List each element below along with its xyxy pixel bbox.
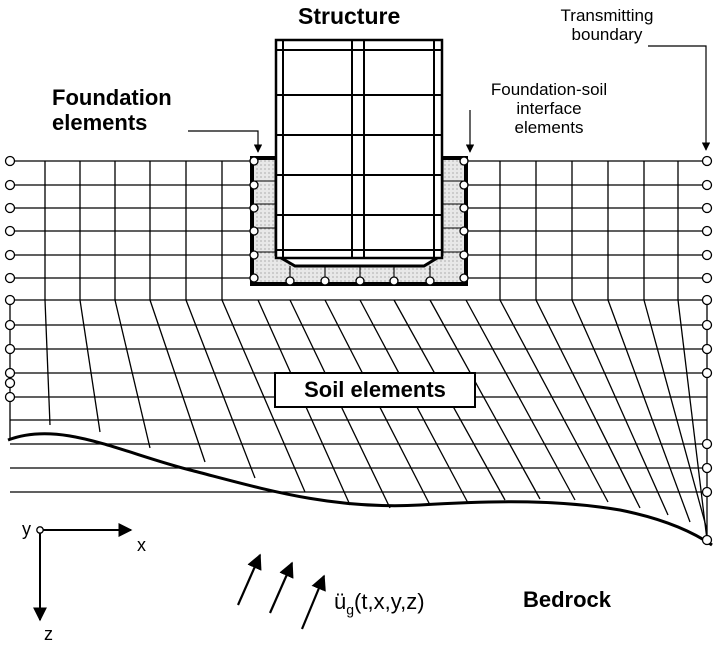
acceleration-arguments: (t,x,y,z) <box>354 589 425 614</box>
left-boundary-node-8 <box>4 343 16 355</box>
mesh-fan-line-14 <box>499 299 609 503</box>
soil-elements-box: Soil elements <box>274 372 476 408</box>
interface-elements-line-1: Foundation-soil <box>490 80 608 99</box>
left-boundary-node-4 <box>4 249 16 261</box>
interface-left-node-2 <box>249 203 259 213</box>
interface-right-node-2 <box>459 203 469 213</box>
motion-arrow-3 <box>300 574 326 630</box>
interface-right-node-3 <box>459 226 469 236</box>
interface-right-node-4 <box>459 250 469 260</box>
interface-right-node-5 <box>459 273 469 283</box>
interface-left-node-0 <box>249 156 259 166</box>
mesh-fan-line-2 <box>79 299 101 433</box>
transmitting-boundary-label: Transmitting boundary <box>537 6 677 44</box>
right-boundary-node-7 <box>701 319 713 331</box>
interface-left-node-5 <box>249 273 259 283</box>
left-boundary-node-3 <box>4 225 16 237</box>
interface-elements-line-3: elements <box>514 118 584 138</box>
mesh-fan-line-12 <box>429 299 541 500</box>
interface-right-node-1 <box>459 180 469 190</box>
interface-bottom-node-0 <box>285 276 295 286</box>
mesh-fan-line-5 <box>185 299 256 479</box>
acceleration-symbol: ü <box>334 589 347 614</box>
soil-mesh <box>9 160 708 545</box>
right-boundary-node-12 <box>701 486 713 498</box>
right-boundary-node-3 <box>701 225 713 237</box>
foundation-elements-line-1: Foundation <box>52 85 172 110</box>
left-boundary-node-10 <box>4 377 16 389</box>
structure-outline <box>274 38 444 260</box>
y-axis-origin <box>36 526 44 534</box>
acceleration-subscript: g <box>346 601 355 618</box>
right-boundary-node-13 <box>701 534 713 546</box>
interface-elements-line-2: interface <box>516 99 582 119</box>
mesh-fan-line-16 <box>571 299 669 516</box>
mesh-nodes <box>4 155 713 546</box>
right-boundary-node-8 <box>701 343 713 355</box>
interface-left-node-1 <box>249 180 259 190</box>
left-boundary-node-0 <box>4 155 16 167</box>
foundation-elements-line-2: elements <box>52 109 148 135</box>
right-boundary-node-2 <box>701 202 713 214</box>
boundary-leader-line <box>648 45 711 151</box>
left-boundary-node-5 <box>4 272 16 284</box>
interface-bottom-node-3 <box>389 276 399 286</box>
right-boundary-node-6 <box>701 294 713 306</box>
transmitting-boundary-line-1: Transmitting <box>560 6 654 25</box>
foundation-leader-line <box>188 130 263 153</box>
interface-left-node-4 <box>249 250 259 260</box>
interface-left-node-3 <box>249 226 259 236</box>
z-axis-label: z <box>44 624 53 644</box>
interface-bottom-node-1 <box>320 276 330 286</box>
right-boundary-node-11 <box>701 462 713 474</box>
x-axis-label: x <box>137 535 146 555</box>
mesh-fan-line-18 <box>643 299 708 531</box>
bedrock-boundary <box>7 432 713 547</box>
interface-bottom-node-4 <box>425 276 435 286</box>
mesh-fan-line-4 <box>149 299 206 463</box>
mesh-fan-line-19 <box>677 299 708 541</box>
mesh-fan-line-13 <box>465 299 576 501</box>
structure-frame <box>274 38 444 260</box>
soil-elements-label: Soil elements <box>304 376 446 402</box>
foundation-elements-label: Foundation elements <box>52 85 172 135</box>
transmitting-boundary-line-2: boundary <box>571 25 643 45</box>
bedrock-label: Bedrock <box>523 587 612 612</box>
interface-elements-label: Foundation-soil interface elements <box>474 80 624 137</box>
left-boundary-node-1 <box>4 179 16 191</box>
right-boundary-node-9 <box>701 367 713 379</box>
left-boundary-node-11 <box>4 391 16 403</box>
interface-right-node-0 <box>459 156 469 166</box>
left-boundary-node-6 <box>4 294 16 306</box>
right-boundary-node-5 <box>701 272 713 284</box>
interface-bottom-node-2 <box>355 276 365 286</box>
right-boundary-node-10 <box>701 438 713 450</box>
right-boundary-node-4 <box>701 249 713 261</box>
motion-arrow-2 <box>268 561 294 614</box>
right-boundary-node-1 <box>701 179 713 191</box>
motion-arrow-1 <box>236 553 262 606</box>
mesh-fan-line-6 <box>221 299 306 493</box>
left-boundary-node-2 <box>4 202 16 214</box>
right-boundary-node-0 <box>701 155 713 167</box>
mesh-fan-line-1 <box>44 299 51 426</box>
ground-acceleration-label: üg(t,x,y,z) <box>334 589 425 618</box>
y-axis-label: y <box>22 519 31 539</box>
mesh-fan-line-3 <box>114 299 151 449</box>
left-boundary-node-9 <box>4 367 16 379</box>
structure-label: Structure <box>298 3 401 29</box>
mesh-fan-line-17 <box>607 299 691 523</box>
mesh-fan-line-15 <box>535 299 641 509</box>
left-boundary-node-7 <box>4 319 16 331</box>
